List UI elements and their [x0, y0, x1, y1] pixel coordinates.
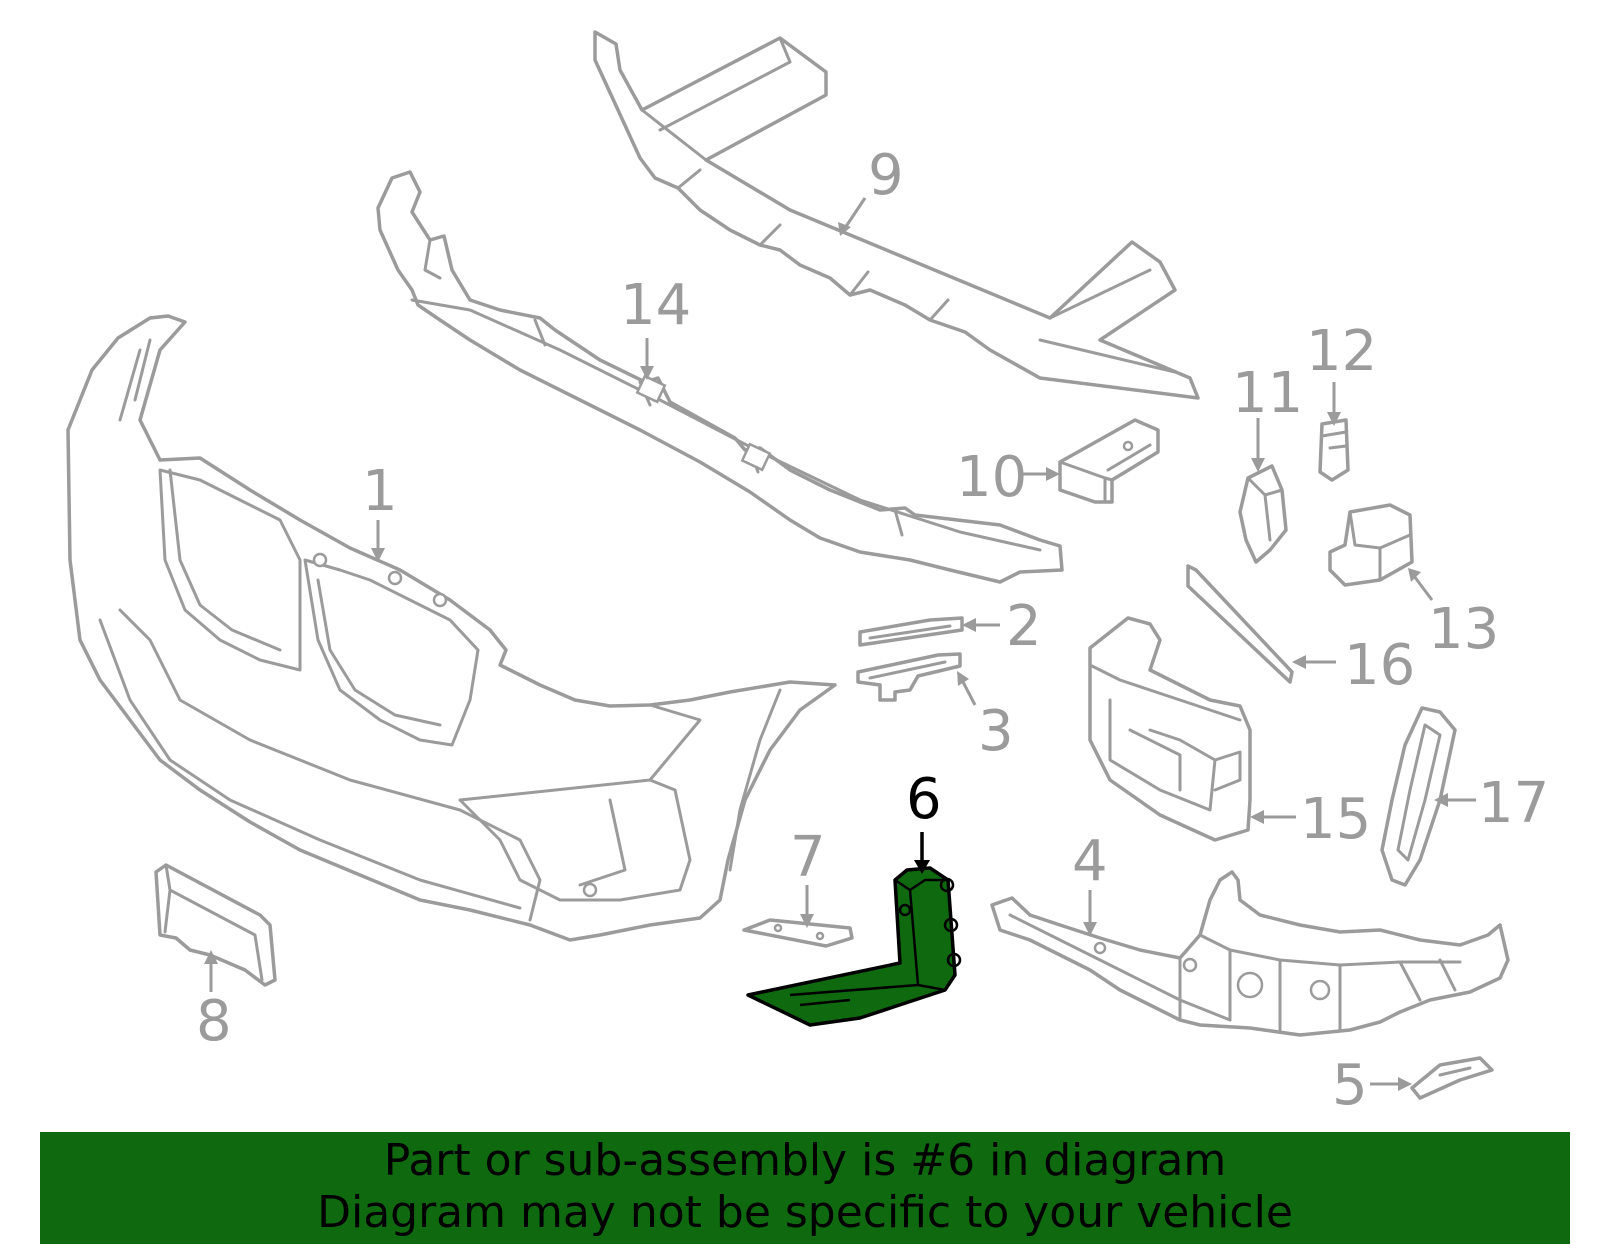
callout-4-label: 4 [1072, 829, 1108, 894]
banner-disclaimer-line: Diagram may not be specific to your vehi… [317, 1187, 1293, 1238]
callout-9-label: 9 [868, 143, 904, 208]
callout-16-label: 16 [1344, 633, 1415, 698]
part-5-small-cover[interactable] [1410, 1056, 1494, 1100]
callout-17-arrowhead [1434, 793, 1448, 807]
part-6-air-deflector-highlighted[interactable] [746, 866, 962, 1027]
info-banner: Part or sub-assembly is #6 in diagram Di… [40, 1132, 1570, 1244]
callout-12-arrowhead [1327, 412, 1341, 426]
part-8-plate-bracket[interactable] [154, 863, 277, 987]
callout-11-arrowhead [1251, 458, 1265, 472]
callout-13-arrowhead [1408, 568, 1421, 582]
callout-6-label: 6 [906, 767, 942, 832]
part-4-carrier-side[interactable] [990, 870, 1510, 1037]
callout-10-arrowhead [1046, 467, 1060, 481]
callout-2-arrowhead [962, 618, 976, 632]
callout-7-label: 7 [790, 825, 826, 890]
callout-16-arrowhead [1292, 655, 1306, 669]
part-2-trim-strip[interactable] [858, 616, 964, 647]
callout-11-label: 11 [1232, 361, 1303, 426]
callout-2-label: 2 [1006, 594, 1042, 659]
banner-part-line: Part or sub-assembly is #6 in diagram [383, 1135, 1227, 1186]
part-13-bracket[interactable] [1328, 503, 1414, 587]
callout-5-arrowhead [1398, 1077, 1412, 1091]
callout-1-label: 1 [362, 459, 398, 524]
callout-4-arrowhead [1083, 922, 1097, 936]
callout-10-label: 10 [956, 445, 1027, 510]
part-14-support-carrier[interactable] [376, 170, 1064, 584]
part-9-bumper-reinforcement[interactable] [593, 30, 1200, 400]
callout-3-leader [960, 679, 977, 706]
callout-5-label: 5 [1332, 1053, 1368, 1118]
part-15-air-duct[interactable] [1088, 616, 1252, 842]
callout-8-arrowhead [204, 950, 218, 964]
callout-6-arrowhead [914, 860, 930, 874]
part-12-clip[interactable] [1318, 418, 1350, 482]
callout-15-label: 15 [1300, 787, 1371, 852]
callout-12-label: 12 [1306, 319, 1377, 384]
part-11-bracket[interactable] [1238, 464, 1288, 564]
callout-9-arrowhead [838, 222, 851, 236]
callout-14-label: 14 [620, 273, 691, 338]
callout-7-arrowhead [800, 914, 814, 928]
callout-17-label: 17 [1478, 771, 1549, 836]
callout-9-leader [843, 197, 867, 229]
callout-14-arrowhead [640, 366, 654, 380]
part-16-seal-strip[interactable] [1186, 564, 1294, 684]
callout-13-label: 13 [1428, 597, 1499, 662]
callout-3-label: 3 [978, 699, 1014, 764]
part-17-reflector-trim[interactable] [1380, 706, 1457, 887]
callout-15-arrowhead [1250, 810, 1264, 824]
callout-1-arrowhead [371, 548, 385, 562]
callout-13-leader [1412, 575, 1434, 601]
part-1-bumper-cover[interactable] [66, 314, 837, 942]
callout-8-label: 8 [196, 989, 232, 1054]
part-3-bracket[interactable] [856, 652, 962, 702]
part-7-small-trim[interactable] [742, 918, 854, 948]
callout-3-arrowhead [957, 671, 969, 686]
part-10-bracket[interactable] [1058, 418, 1160, 504]
